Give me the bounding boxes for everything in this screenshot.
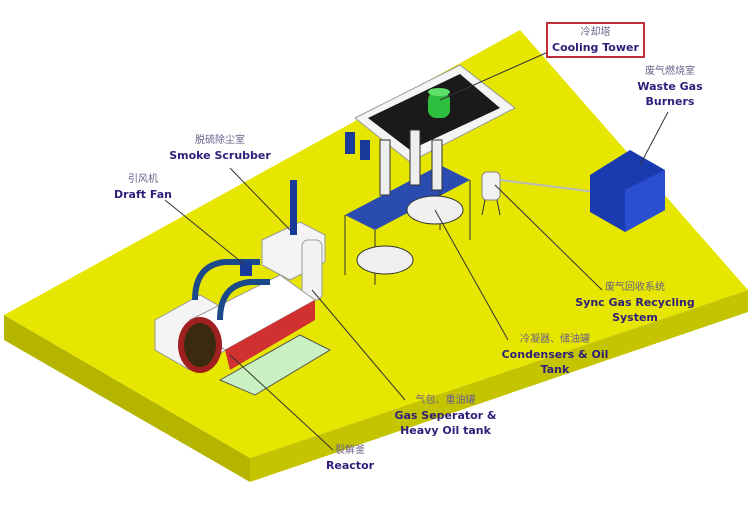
reactor [154,259,332,396]
cooling-tower [354,64,516,163]
draft-fan [240,262,252,276]
waste-gas-burners-en: Waste Gas Burners [637,80,703,108]
pumps [345,132,370,160]
cooling-tower-label-box: 冷却塔 Cooling Tower [546,22,645,58]
condensers-en: Condensers & Oil Tank [501,348,609,376]
smoke-scrubber-label: 脱硫除尘室 Smoke Scrubber [165,133,275,163]
smoke-scrubber-en: Smoke Scrubber [169,149,271,162]
cooling-tower-en: Cooling Tower [552,41,639,54]
waste-gas-burners [590,150,665,232]
sync-gas-en: Sync Gas Recycling System [575,296,695,324]
gas-separator-cn: 气包、重油罐 [415,395,476,406]
reactor-en: Reactor [325,459,375,472]
condensers-oil-tank [344,129,471,285]
condensers-cn: 冷凝器、储油罐 [520,334,590,345]
smoke-scrubber-cn: 脱硫除尘室 [195,135,245,146]
waste-gas-burners-label: 废气燃烧室 Waste Gas Burners [630,64,710,109]
draft-fan-label: 引风机 Draft Fan [108,172,178,202]
reactor-cn: 裂解釜 [335,445,365,456]
platform-side-right [250,290,748,482]
condensers-label: 冷凝器、储油罐 Condensers & Oil Tank [500,332,610,377]
platform-side-left [4,315,250,482]
cooling-tower-cn: 冷却塔 [580,27,611,38]
draft-fan-cn: 引风机 [128,174,158,185]
leader-lines [164,51,669,451]
gas-separator [301,239,323,301]
draft-fan-en: Draft Fan [114,188,172,201]
sync-gas-label: 废气回收系统 Sync Gas Recycling System [575,280,695,325]
gas-separator-label: 气包、重油罐 Gas Seperator & Heavy Oil tank [378,393,513,438]
sync-gas-tank [481,171,501,216]
reactor-label: 裂解釜 Reactor [325,443,375,473]
gas-separator-en: Gas Seperator & Heavy Oil tank [394,409,497,437]
cooling-tower-label: 冷却塔 Cooling Tower [546,22,645,58]
waste-gas-burners-cn: 废气燃烧室 [645,66,695,77]
sync-gas-cn: 废气回收系统 [605,282,665,293]
